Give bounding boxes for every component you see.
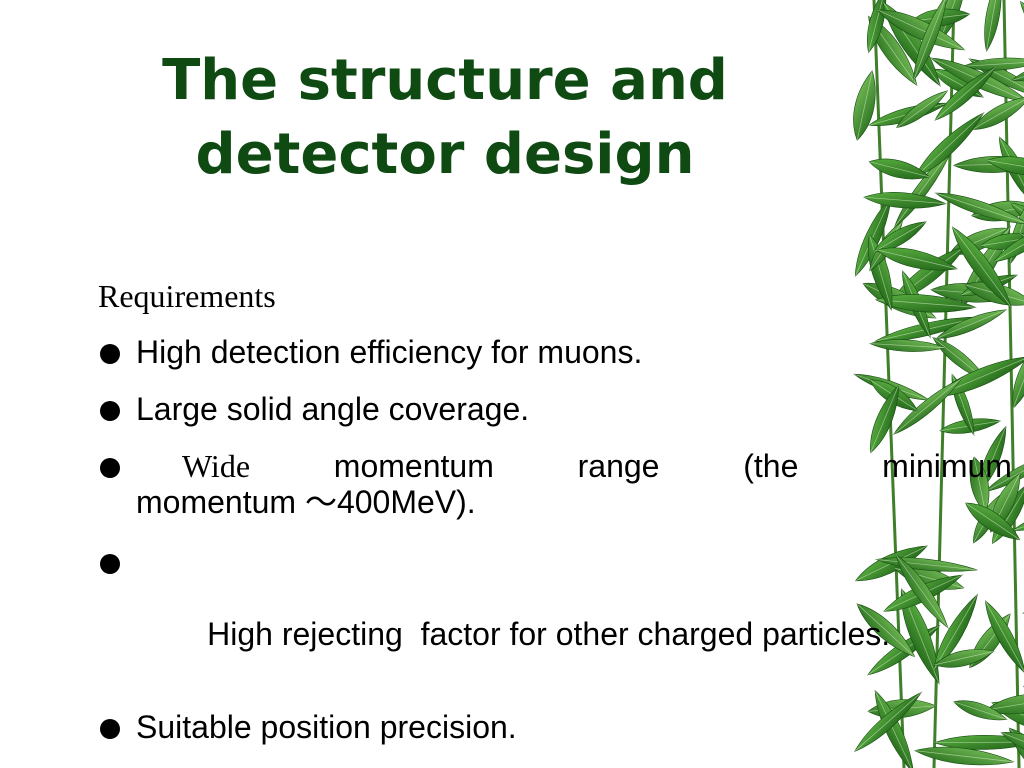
bullet-text: Suitable position precision.: [136, 709, 517, 745]
bamboo-leaf-vein: [856, 70, 873, 141]
bamboo-leaf-vein: [984, 451, 1024, 493]
bamboo-leaf-vein: [1000, 732, 1024, 761]
slide-title: The structure and detector design: [100, 44, 790, 192]
bamboo-leaf-vein: [854, 692, 922, 752]
bamboo-leaf-vein: [914, 112, 985, 179]
bullet-word: (the: [743, 448, 799, 484]
bamboo-leaf-vein: [972, 96, 1024, 130]
bamboo-leaf-vein: [934, 650, 995, 666]
bullet-item: High detection efficiency for muons.: [96, 334, 1012, 370]
bamboo-leaf-vein: [935, 309, 1007, 339]
bamboo-leaf-vein: [896, 90, 948, 129]
bamboo-leaf: [984, 0, 1002, 52]
bamboo-leaf-vein: [876, 249, 958, 270]
bamboo-leaf-vein: [895, 554, 949, 629]
bamboo-leaf-vein: [863, 196, 947, 205]
bullet-word: Wide: [182, 448, 251, 484]
bamboo-leaf-vein: [1010, 202, 1024, 235]
title-line-2: detector design: [195, 122, 695, 187]
bullet-text-line-1: Wide momentum range (the minimum: [136, 448, 1012, 484]
bullet-word: minimum: [882, 448, 1012, 484]
bullet-dot-icon: [100, 401, 120, 421]
bamboo-leaf-vein: [868, 161, 930, 178]
bamboo-leaf-vein: [868, 0, 886, 53]
bamboo-leaf-vein: [876, 559, 978, 571]
bullet-item: Wide momentum range (the minimum momentu…: [96, 448, 1012, 520]
bamboo-leaf-vein: [913, 0, 948, 81]
bamboo-leaf-vein: [874, 690, 914, 768]
bullet-text: High detection efficiency for muons.: [136, 334, 643, 370]
bullet-text-line-2: momentum ～400MeV).: [136, 484, 476, 520]
bamboo-leaf-vein: [963, 61, 1024, 67]
bamboo-leaf-vein: [854, 196, 892, 277]
bamboo-leaf-vein: [877, 9, 965, 51]
bamboo-leaf-vein: [986, 0, 1001, 52]
bamboo-leaf-vein: [953, 701, 1008, 720]
bamboo-leaf-vein: [869, 343, 946, 349]
requirements-label: Requirements: [98, 278, 276, 314]
bamboo-leaf-vein: [933, 594, 978, 671]
bamboo-leaf-vein: [869, 234, 892, 311]
bamboo-leaf: [1019, 0, 1024, 60]
bullet-dot-icon: [100, 719, 120, 739]
bamboo-leaf-vein: [985, 600, 1024, 674]
bamboo-leaf-vein: [940, 0, 966, 41]
bamboo-leaf-vein: [894, 147, 953, 228]
bullet-item: High rejecting factor for other charged …: [96, 544, 1012, 688]
bamboo-leaf: [1022, 557, 1024, 614]
slide-content: Requirements High detection efficiency f…: [96, 276, 1012, 766]
bamboo-stem: [932, 0, 956, 768]
bamboo-stem: [1002, 0, 1021, 768]
bullet-dot-icon: [100, 458, 120, 478]
bullet-item: Large solid angle coverage.: [96, 391, 1012, 427]
bamboo-leaf-vein: [951, 226, 1012, 308]
bamboo-leaf-vein: [985, 696, 1024, 711]
bullet-word: momentum: [333, 448, 494, 484]
bamboo-leaf-vein: [856, 603, 916, 658]
bamboo-leaf-vein: [873, 221, 927, 253]
bullet-dot-icon: [100, 344, 120, 364]
bamboo-leaf-vein: [893, 377, 963, 435]
bamboo-leaf-vein: [965, 502, 1021, 541]
bullet-text: Large solid angle coverage.: [136, 391, 530, 427]
bullet-word: range: [577, 448, 660, 484]
bullet-text: High rejecting factor for other charged …: [207, 616, 891, 652]
bamboo-leaf-vein: [934, 66, 997, 121]
bamboo-leaf: [985, 693, 1024, 715]
bamboo-leaf-vein: [993, 223, 1024, 263]
bamboo-leaf-vein: [935, 192, 1024, 225]
bullet-dot-icon: [100, 554, 120, 574]
title-line-1: The structure and: [162, 48, 728, 113]
requirements-list: High detection efficiency for muons. Lar…: [96, 334, 1012, 745]
bamboo-leaf-vein: [870, 385, 899, 453]
bamboo-leaf-vein: [1012, 343, 1024, 409]
bamboo-leaf-vein: [914, 750, 1014, 763]
bamboo-leaf-vein: [973, 456, 986, 514]
bullet-item: Suitable position precision.: [96, 709, 1012, 745]
bamboo-leaves-decoration: [853, 0, 1024, 768]
bamboo-leaf-vein: [980, 236, 1024, 247]
